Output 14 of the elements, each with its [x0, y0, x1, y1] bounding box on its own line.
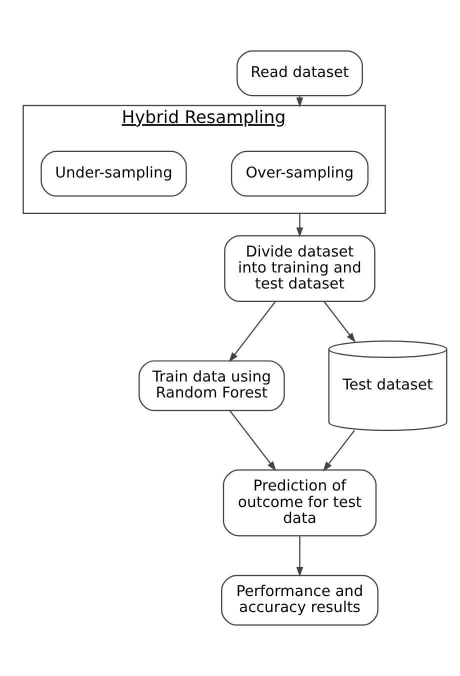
arrow: [324, 301, 356, 343]
arrow: [296, 536, 304, 577]
node-box: Train data using Random Forest: [138, 360, 285, 412]
node-box: Read dataset: [236, 50, 363, 96]
arrow: [228, 301, 276, 362]
arrow: [296, 96, 304, 108]
node-box: Prediction of outcome for test data: [222, 469, 377, 536]
node-box: Divide dataset into training and test dataset: [224, 235, 376, 302]
node-box: Performance and accuracy results: [221, 574, 378, 626]
arrow: [229, 410, 276, 472]
node-box: Over-sampling: [230, 150, 369, 197]
arrow: [322, 430, 355, 472]
arrow: [296, 213, 304, 238]
node-box: Under-sampling: [40, 150, 187, 197]
